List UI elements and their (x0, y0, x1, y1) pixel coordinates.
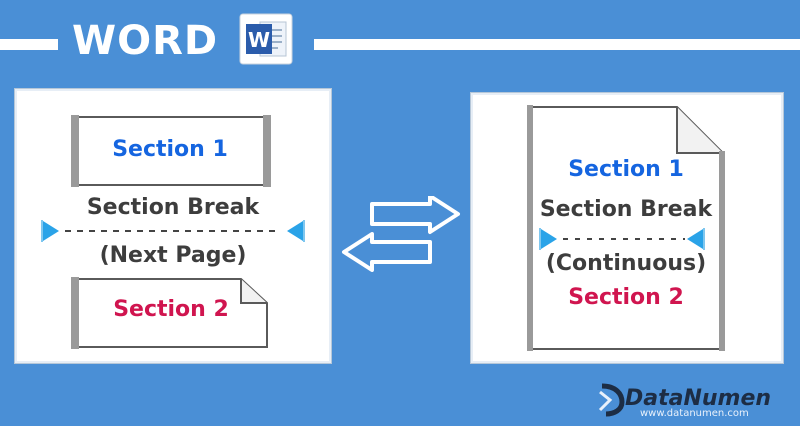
continuous-diagram-panel: Section 1 Section Break (Continuous) Sec… (470, 92, 784, 364)
break-type-label: (Continuous) (545, 251, 707, 276)
section-1-label: Section 1 (112, 137, 228, 162)
single-page-icon (527, 105, 725, 351)
page-top-icon (71, 115, 271, 187)
datanumen-logo-icon (596, 382, 626, 422)
section-2-label: Section 2 (113, 297, 229, 322)
page-bottom-icon (71, 277, 268, 349)
swap-arrows-icon (338, 194, 464, 276)
section-2-label: Section 2 (568, 285, 684, 310)
brand-name: DataNumen (625, 386, 772, 411)
section-1-label: Section 1 (568, 157, 684, 182)
word-icon: W (238, 12, 294, 70)
header-stripe-right (314, 39, 800, 50)
break-marker-left-icon (541, 229, 557, 249)
svg-text:W: W (248, 28, 270, 52)
section-break-label: Section Break (86, 195, 260, 220)
break-marker-left-icon (43, 221, 59, 241)
page-title: WORD (72, 18, 219, 64)
brand-url: www.datanumen.com (640, 408, 749, 419)
section-break-label: Section Break (539, 197, 713, 222)
break-marker-right-icon (687, 229, 703, 249)
break-marker-right-icon (287, 221, 303, 241)
next-page-diagram-panel: Section 1 Section Break (Next Page) Sect… (14, 88, 332, 364)
header-stripe-left (0, 39, 58, 50)
break-type-label: (Next Page) (99, 243, 247, 268)
